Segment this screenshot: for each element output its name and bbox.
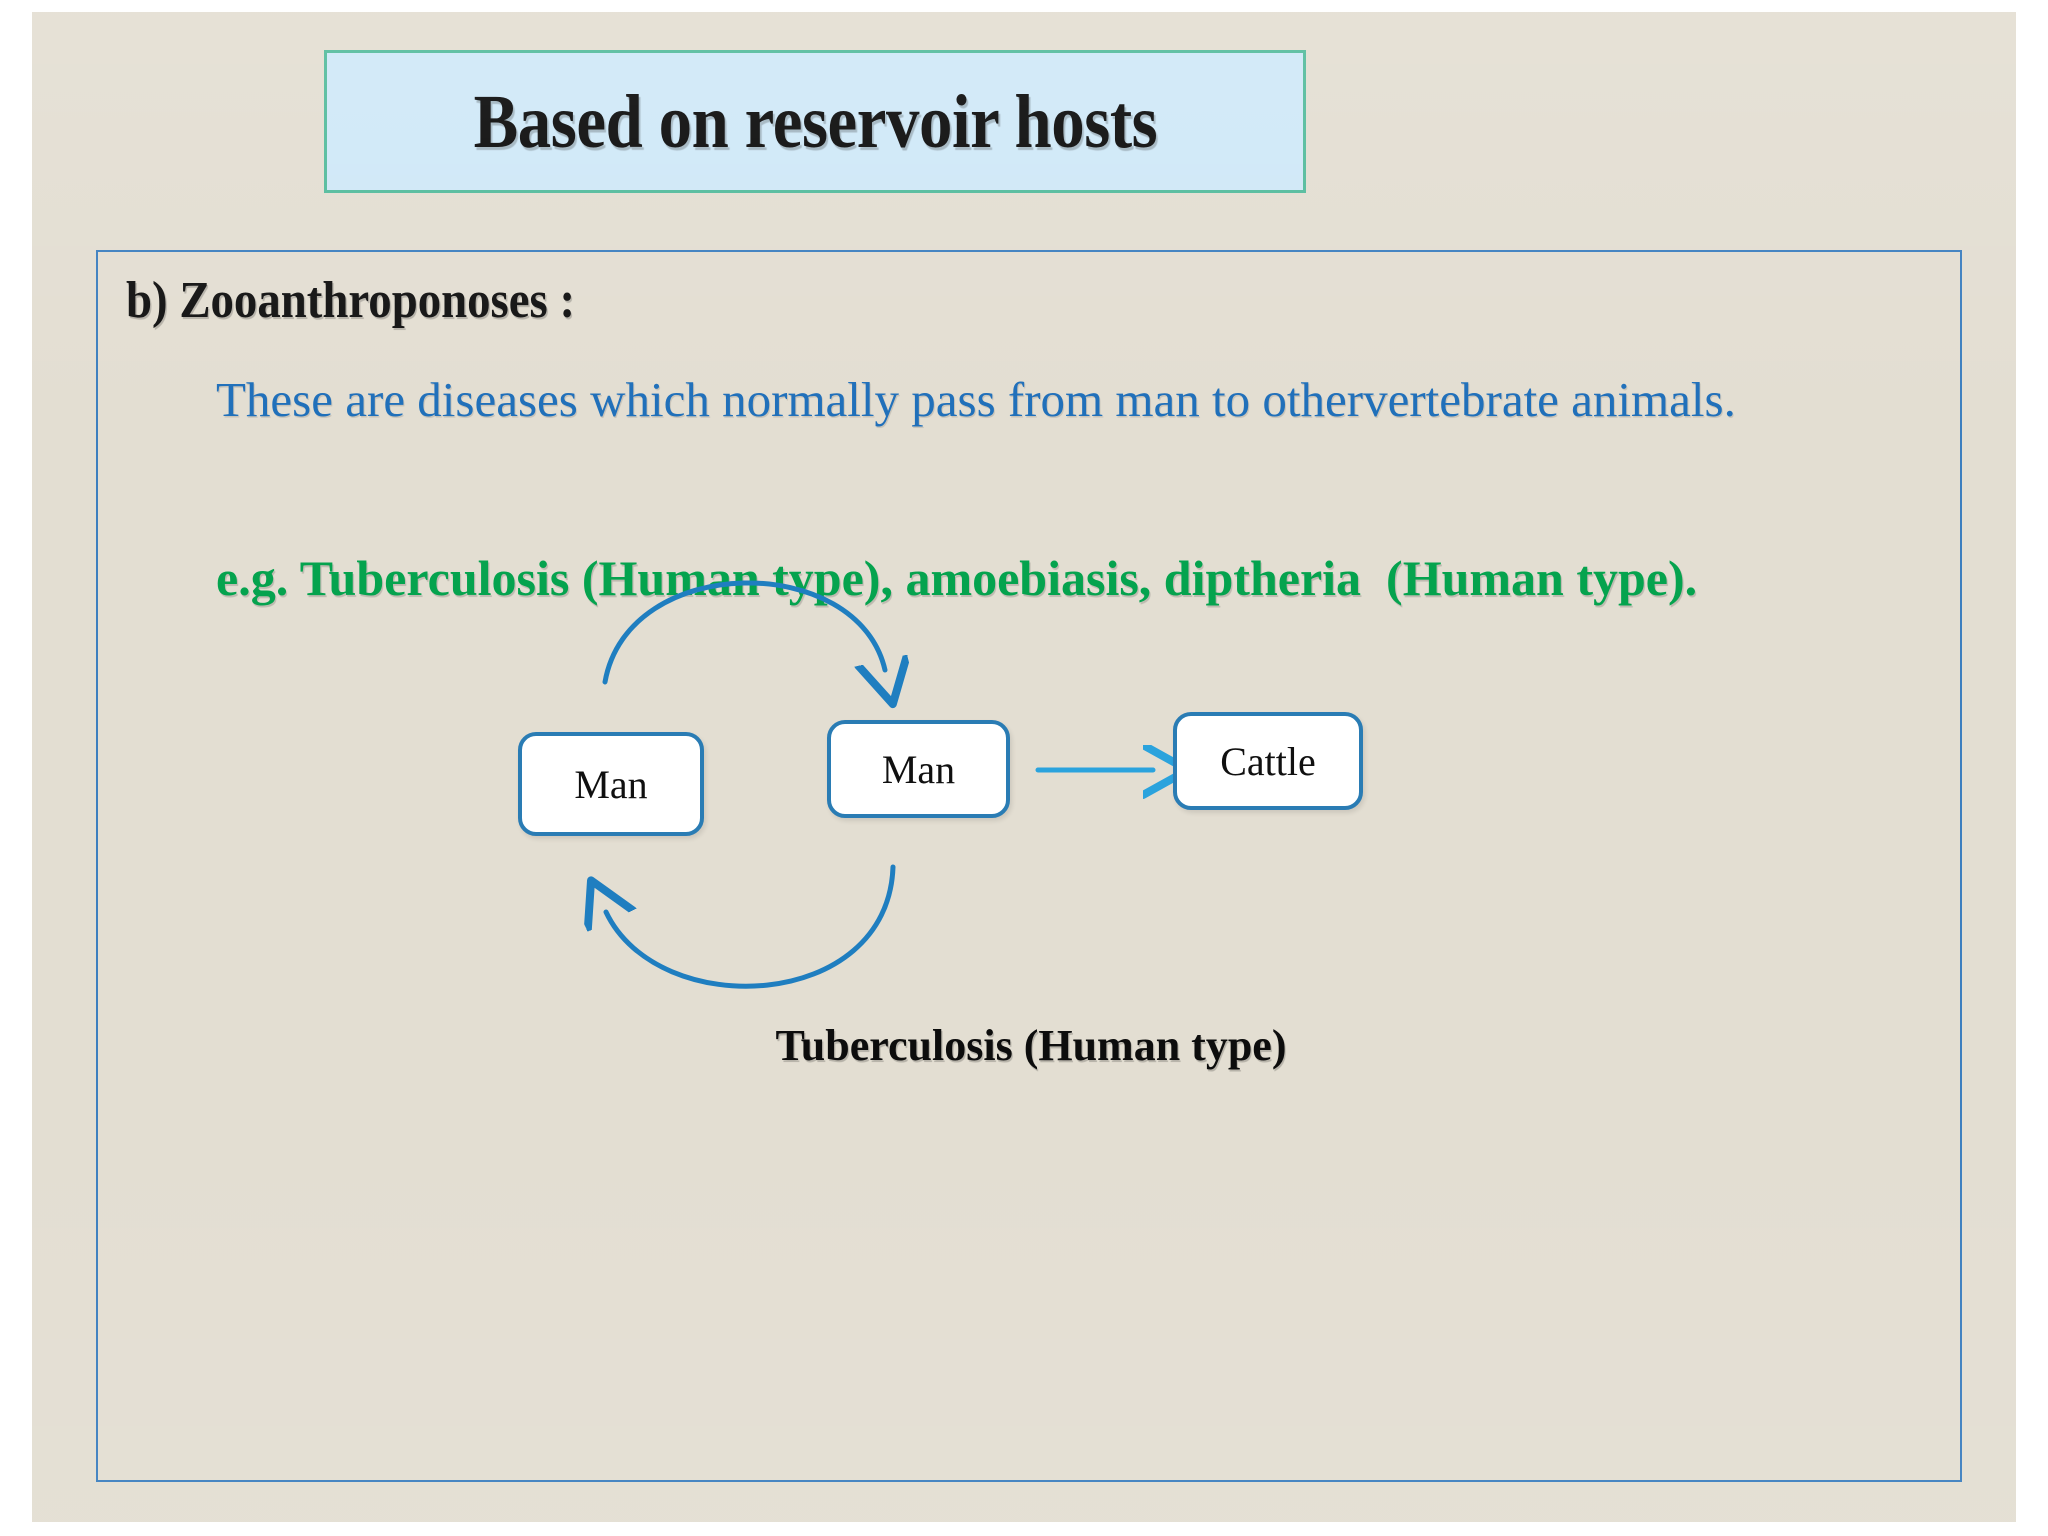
diagram-caption: Tuberculosis (Human type) [775,1021,1287,1070]
diagram-node-cattle: Cattle [1173,712,1363,810]
example-text: e.g. Tuberculosis (Human type), amoebias… [216,550,1698,606]
page-title: Based on reservoir hosts [473,79,1157,164]
slide-title-box: Based on reservoir hosts [324,50,1306,193]
diagram-arrows-svg [98,580,1964,989]
slide-canvas: Based on reservoir hosts b) Zooanthropon… [32,12,2016,1522]
content-frame: b) Zooanthroponoses : These are diseases… [96,250,1962,1482]
arc-arrow-bottom [606,864,896,989]
diagram-node-man-left: Man [518,732,704,836]
diagram-node-label: Man [881,746,956,792]
transmission-cycle-diagram: Man Man Cattle Tuberculosis (Human type) [98,252,1964,1484]
section-heading: b) Zooanthroponoses : [126,272,576,329]
definition-text: These are diseases which normally pass f… [216,372,1736,427]
diagram-node-label: Cattle [1220,738,1316,784]
diagram-node-label: Man [574,761,648,807]
diagram-node-man-right: Man [827,720,1010,818]
